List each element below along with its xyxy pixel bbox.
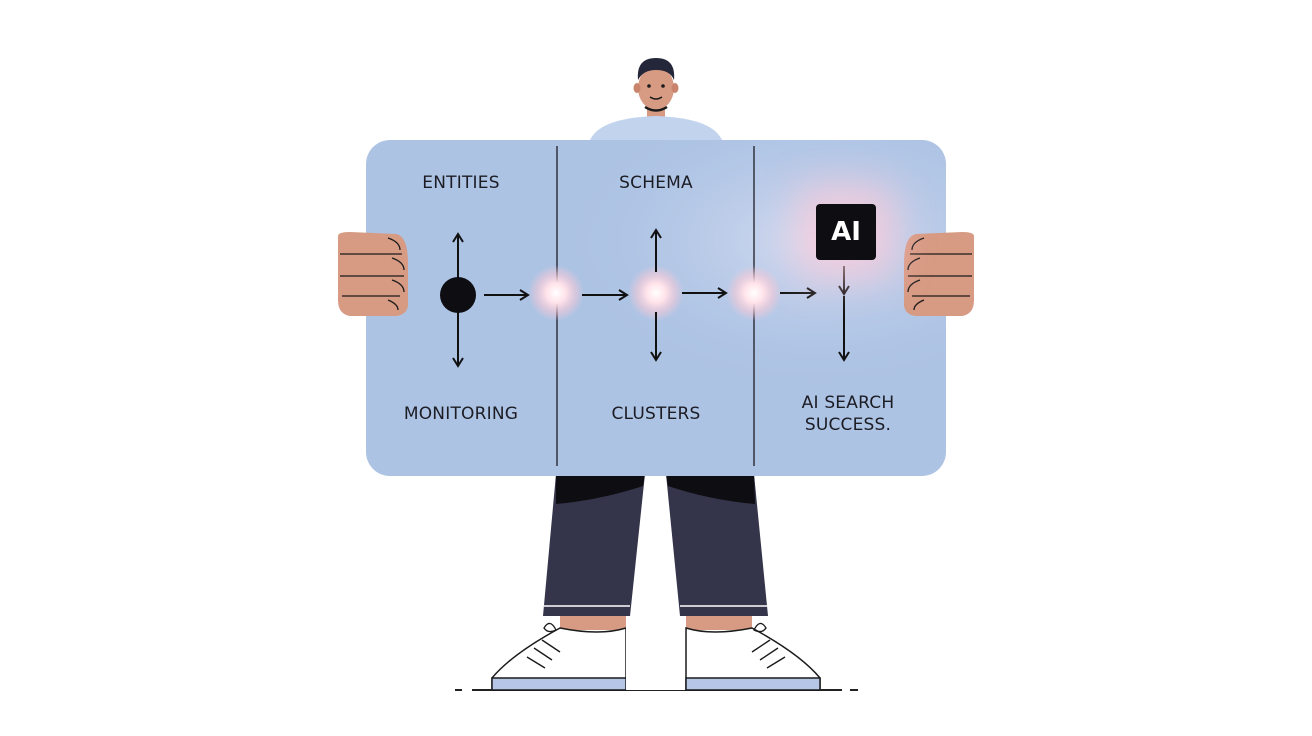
column-3-bottom-label-line-1: AI SEARCH xyxy=(801,393,895,413)
shoes xyxy=(491,620,821,691)
right-hand xyxy=(904,232,974,316)
pants xyxy=(543,474,768,630)
column-2-top-label: SCHEMA xyxy=(619,173,693,193)
column-1-top-label: ENTITIES xyxy=(422,173,500,193)
column-2-bottom-label: CLUSTERS xyxy=(611,404,701,424)
person xyxy=(590,58,722,140)
glow-node xyxy=(726,265,782,321)
flow-arrows xyxy=(452,228,850,368)
start-node xyxy=(440,277,476,313)
column-1-bottom-label: MONITORING xyxy=(403,404,519,424)
person-head xyxy=(633,58,679,112)
glow-node xyxy=(628,265,684,321)
left-hand xyxy=(338,232,408,316)
glow-node xyxy=(528,265,584,321)
ai-badge-icon: AI xyxy=(816,204,876,260)
column-3-bottom-label-line-2: SUCCESS. xyxy=(804,415,892,435)
